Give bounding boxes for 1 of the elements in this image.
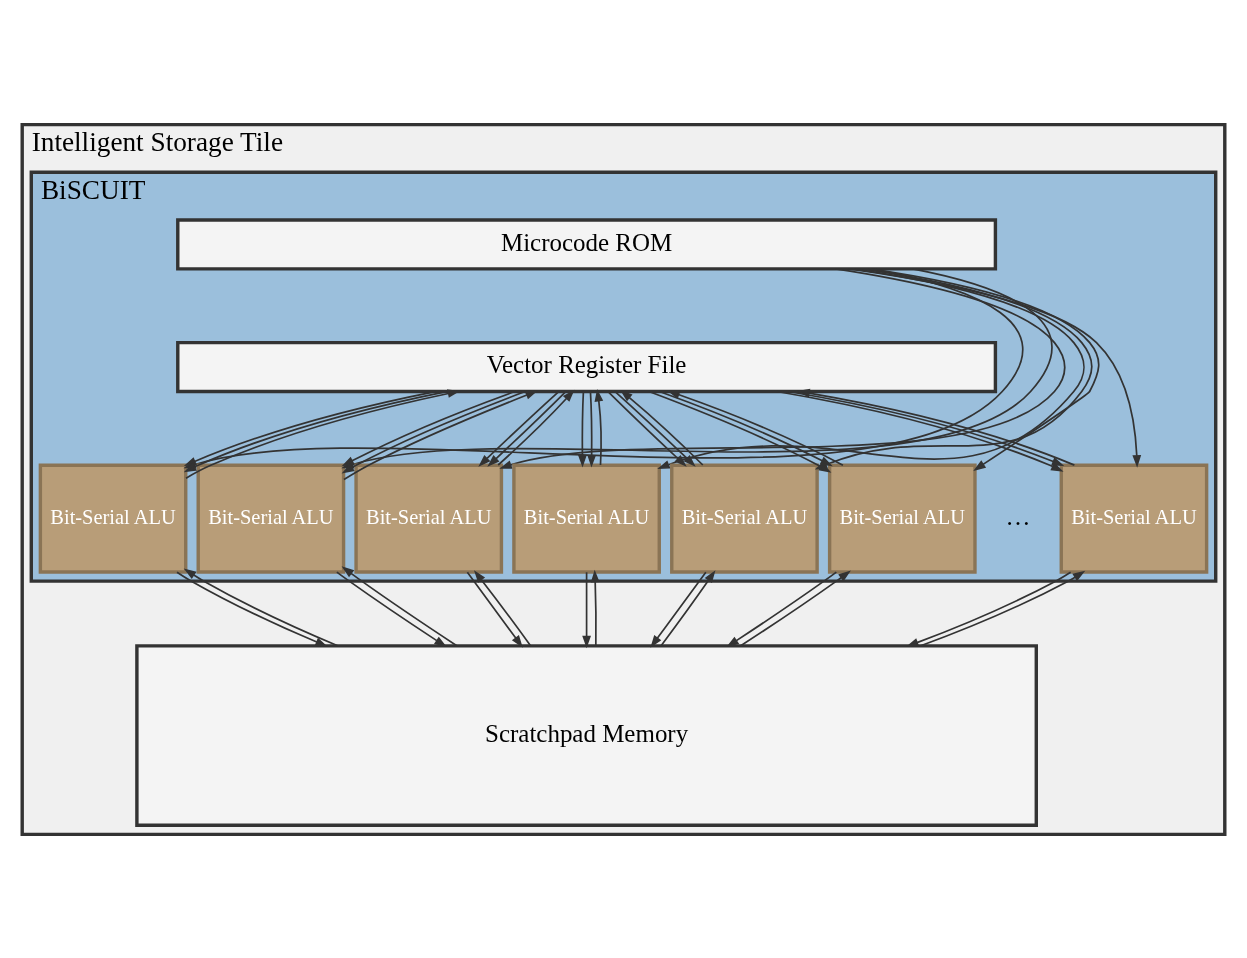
label: … — [1005, 502, 1031, 530]
